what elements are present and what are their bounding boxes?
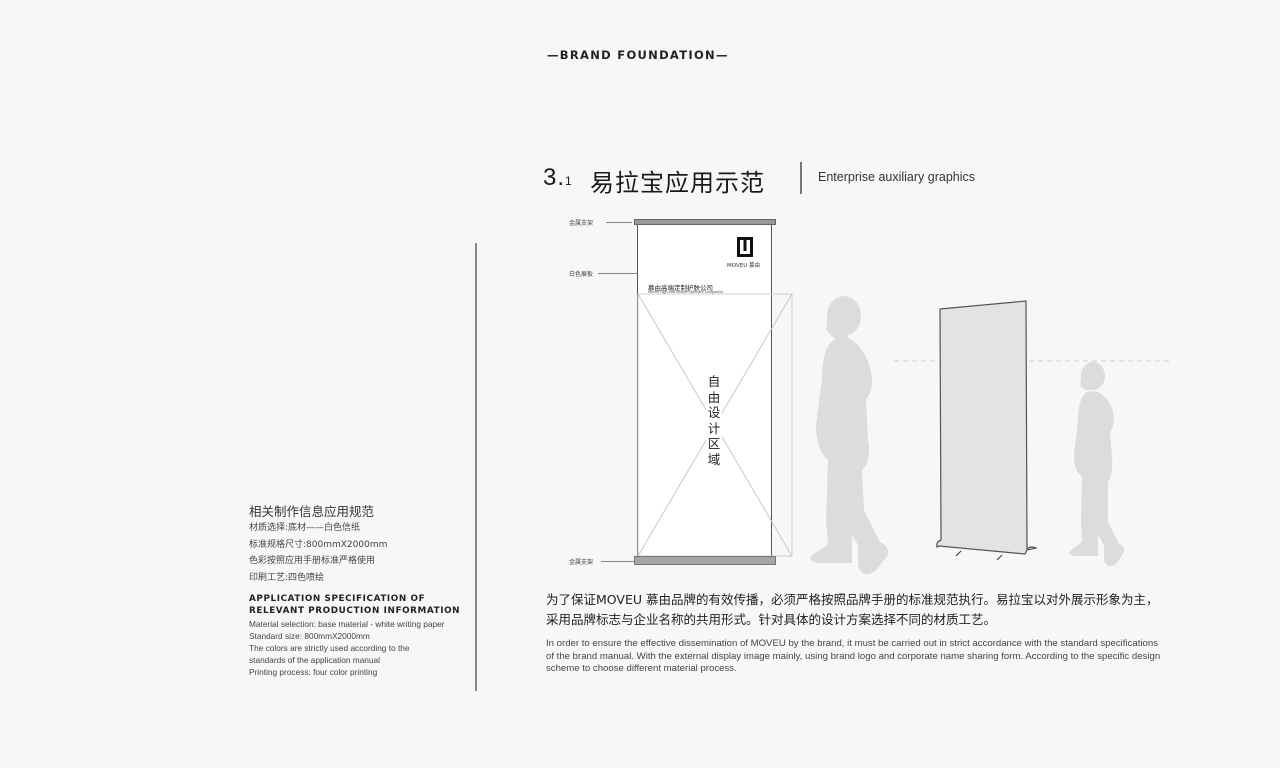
- spec-cn-line: 色彩按照应用手册标准严格使用: [249, 556, 376, 566]
- vertical-divider: [475, 243, 477, 691]
- description-en: In order to ensure the effective dissemi…: [546, 638, 1161, 674]
- leader-line: [601, 561, 657, 562]
- label-white-panel: 白色展板: [569, 271, 594, 278]
- page-title: 易拉宝应用示范: [590, 169, 765, 197]
- description-cn: 为了保证MOVEU 慕由品牌的有效传播，必须严格按照品牌手册的标准规范执行。易拉…: [546, 592, 1159, 627]
- spec-en-line: The colors are strictly used according t…: [249, 643, 410, 653]
- spec-en-line: standards of the application manual: [249, 655, 380, 665]
- page-subtitle: Enterprise auxiliary graphics: [818, 170, 976, 184]
- spec-en-line: Standard size: 800mmX2000mm: [249, 631, 370, 641]
- metal-bar-top: [634, 219, 776, 225]
- person-silhouette-large-icon: [810, 296, 889, 575]
- moveu-logo-icon: [737, 237, 753, 257]
- spec-cn-line: 印刷工艺:四色喷绘: [249, 572, 325, 583]
- section-number-sub: 1: [565, 174, 573, 188]
- banner-panel: [637, 222, 772, 556]
- spec-en-line: Printing process: four color printing: [249, 667, 378, 677]
- company-name-en: Moveu high-end custom skincare companies: [648, 290, 724, 294]
- spec-cn-line: 材质选择:底材——白色信纸: [249, 523, 361, 533]
- spec-cn-title: 相关制作信息应用规范: [249, 504, 375, 519]
- spec-en-line: Material selection: base material - whit…: [249, 619, 445, 629]
- spec-en-list: Material selection: base material - whit…: [249, 618, 445, 678]
- section-number: 3.1: [543, 164, 573, 192]
- spec-en-title: APPLICATION SPECIFICATION OF RELEVANT PR…: [249, 594, 460, 617]
- spec-cn-list: 材质选择:底材——白色信纸 标准规格尺寸:800mmX2000mm 色彩按照应用…: [249, 520, 387, 586]
- spec-en-title-line: APPLICATION SPECIFICATION OF: [249, 594, 426, 604]
- section-header: —BRAND FOUNDATION—: [547, 48, 729, 62]
- leader-line: [598, 273, 642, 274]
- person-silhouette-small-icon: [1069, 362, 1125, 567]
- label-bottom-bar: 金属支架: [569, 559, 594, 566]
- leader-line: [606, 222, 632, 223]
- spec-cn-line: 标准规格尺寸:800mmX2000mm: [249, 539, 388, 550]
- spec-en-title-line: RELEVANT PRODUCTION INFORMATION: [249, 605, 461, 616]
- metal-bar-bottom: [634, 556, 776, 565]
- banner-perspective-icon: [936, 300, 1038, 555]
- company-name-cn: 慕由高端定制护肤公司: [648, 284, 713, 292]
- title-divider: [800, 162, 802, 194]
- logo-text: MOVEU 慕由: [727, 263, 760, 269]
- label-top-bar: 金属支架: [569, 220, 594, 227]
- section-number-main: 3.: [543, 164, 566, 191]
- free-design-area-label: 自由设计区域: [706, 374, 722, 467]
